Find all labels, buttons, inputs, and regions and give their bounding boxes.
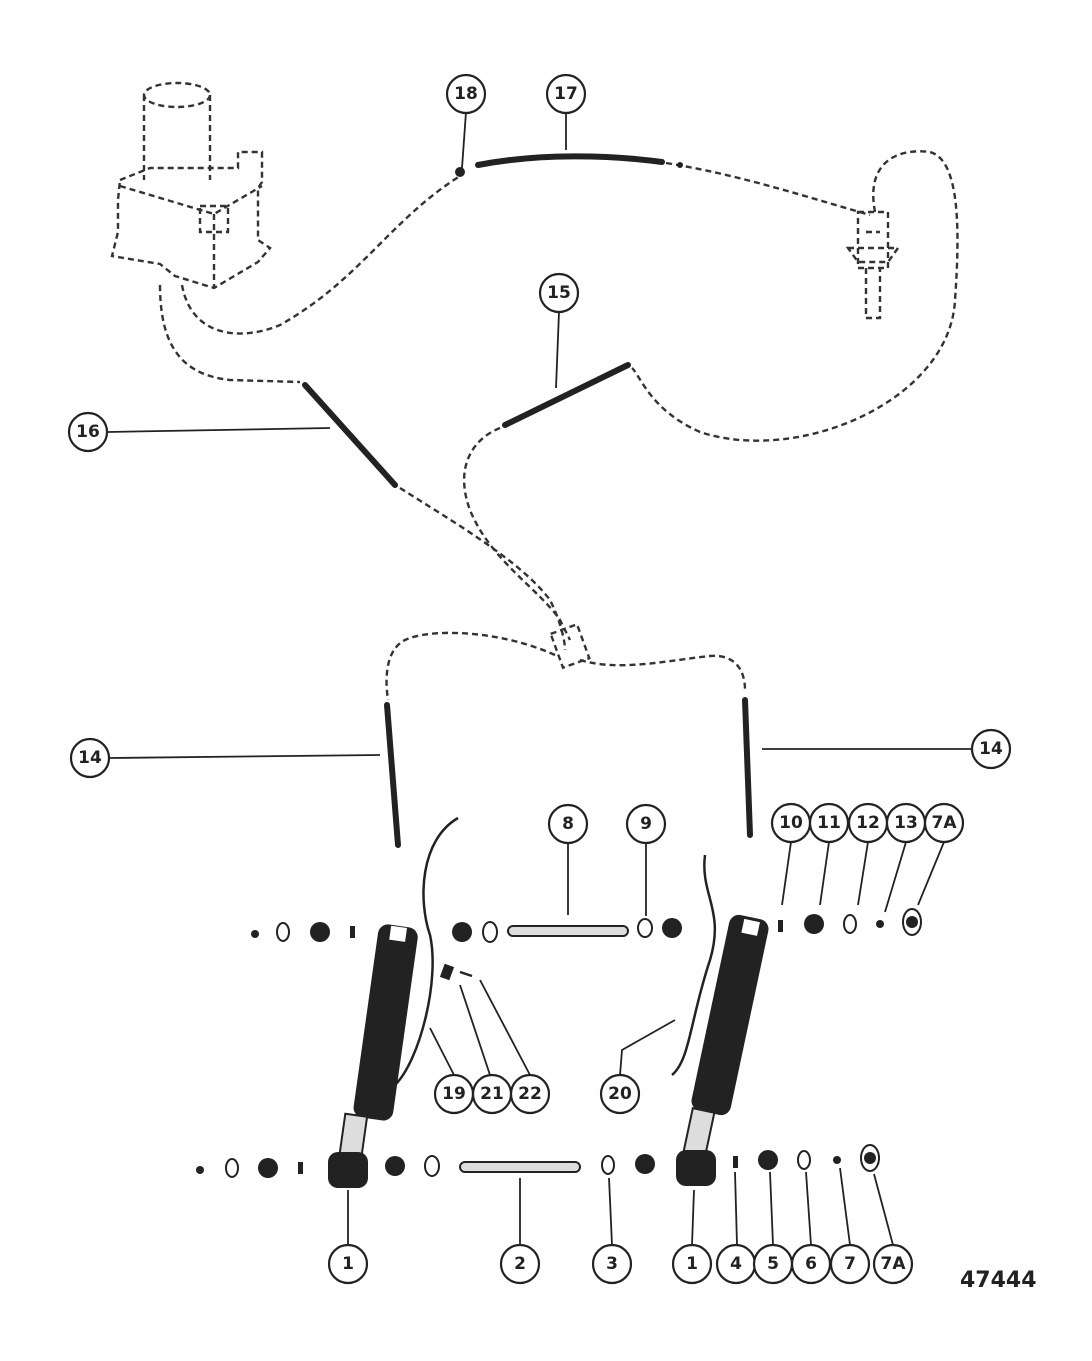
callout-label: 16 <box>76 422 100 442</box>
callout-label: 1 <box>342 1254 354 1274</box>
pressure-switch <box>845 210 901 320</box>
callout-14-right: 14 <box>970 728 1012 770</box>
callout-label: 1 <box>686 1254 698 1274</box>
leader-lines <box>107 111 972 1246</box>
callout-label: 13 <box>894 813 918 833</box>
callout-label: 14 <box>979 739 1003 759</box>
callout-20: 20 <box>599 1073 641 1115</box>
callout-label: 2 <box>514 1254 526 1274</box>
callout-16: 16 <box>67 411 109 453</box>
callout-label: 7 <box>844 1254 856 1274</box>
callout-label: 21 <box>480 1084 504 1104</box>
callout-3: 3 <box>591 1243 633 1285</box>
callout-4: 4 <box>715 1243 757 1285</box>
lower-hardware-row <box>196 1144 880 1178</box>
pin-2 <box>459 1161 581 1173</box>
figure-number: 47444 <box>960 1268 1037 1293</box>
upper-hardware-row <box>251 908 922 943</box>
callout-1-right: 1 <box>671 1243 713 1285</box>
callout-label: 7A <box>881 1254 907 1274</box>
hose-19 <box>394 816 459 1086</box>
hose-20 <box>671 854 717 1076</box>
callout-label: 3 <box>606 1254 618 1274</box>
callout-7a-top: 7A <box>923 802 965 844</box>
callout-10: 10 <box>770 802 812 844</box>
callout-label: 5 <box>767 1254 779 1274</box>
callout-11: 11 <box>808 802 850 844</box>
hose-17 <box>475 153 665 168</box>
callout-label: 8 <box>562 814 574 834</box>
callout-5: 5 <box>752 1243 794 1285</box>
callout-12: 12 <box>847 802 889 844</box>
callout-label: 15 <box>547 283 571 303</box>
callout-13: 13 <box>885 802 927 844</box>
callout-7a-bottom: 7A <box>872 1243 914 1285</box>
callout-label: 18 <box>454 84 478 104</box>
trim-cylinder-right <box>676 914 769 1186</box>
callout-14-left: 14 <box>69 737 111 779</box>
callout-label: 9 <box>640 814 652 834</box>
callout-label: 12 <box>856 813 880 833</box>
callout-label: 4 <box>730 1254 742 1274</box>
hose-routings <box>158 150 959 701</box>
callout-label: 22 <box>518 1084 542 1104</box>
callout-19: 19 <box>433 1073 475 1115</box>
callout-label: 11 <box>817 813 841 833</box>
callout-18: 18 <box>445 73 487 115</box>
trim-cylinder-left <box>328 924 418 1188</box>
fitting-18 <box>455 167 465 177</box>
callout-label: 17 <box>554 84 578 104</box>
callout-9: 9 <box>625 803 667 845</box>
callout-6: 6 <box>790 1243 832 1285</box>
solid-hoses <box>302 153 753 1086</box>
hose-15 <box>502 362 631 428</box>
hose-14-right <box>742 697 753 838</box>
callout-8: 8 <box>547 803 589 845</box>
callout-label: 6 <box>805 1254 817 1274</box>
callout-22: 22 <box>509 1073 551 1115</box>
callout-label: 7A <box>932 813 958 833</box>
callout-label: 20 <box>608 1084 632 1104</box>
callout-15: 15 <box>538 272 580 314</box>
callout-21: 21 <box>471 1073 513 1115</box>
callout-label: 19 <box>442 1084 466 1104</box>
pin-8 <box>507 925 629 937</box>
fitting-21-22 <box>439 963 473 981</box>
callout-17: 17 <box>545 73 587 115</box>
pump-reservoir <box>110 81 272 290</box>
callout-2: 2 <box>499 1243 541 1285</box>
hose-16 <box>302 382 398 488</box>
hose-14-left <box>384 702 401 848</box>
callout-label: 14 <box>78 748 102 768</box>
callout-7: 7 <box>829 1243 871 1285</box>
callout-label: 10 <box>779 813 803 833</box>
callout-1-left: 1 <box>327 1243 369 1285</box>
